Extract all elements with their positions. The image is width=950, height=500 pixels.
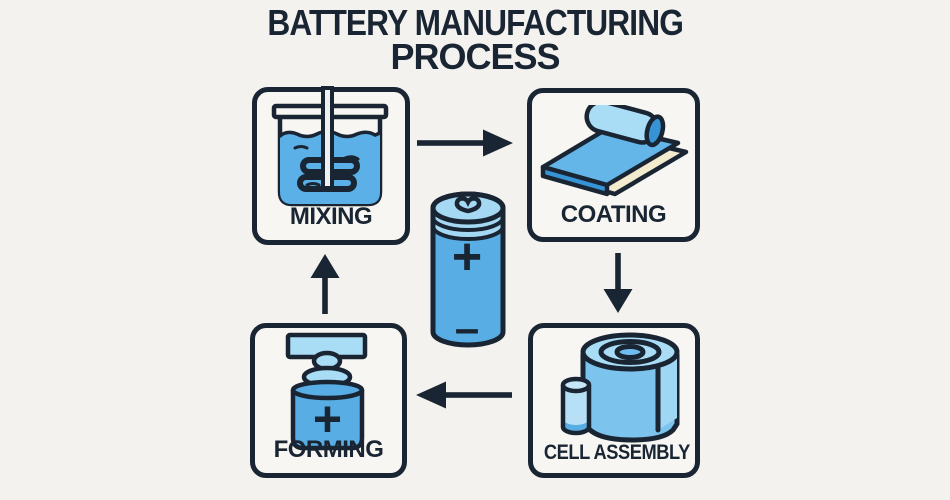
battery-vent-mark: [454, 196, 482, 214]
title-line-1: BATTERY MANUFACTURING: [267, 2, 684, 43]
forming-cell-plus-mark: +: [313, 391, 342, 447]
stage-label-forming: FORMING: [273, 436, 384, 463]
arrow-cell-assembly-to-forming: [416, 381, 512, 409]
arrow-forming-to-mixing: [310, 254, 340, 314]
page-title: BATTERY MANUFACTURING PROCESS: [0, 2, 950, 77]
title-line-2: PROCESS: [390, 36, 560, 77]
battery-cell-icon: + –: [430, 191, 506, 351]
stage-box-forming: + FORMING: [250, 323, 407, 478]
stage-label-coating: COATING: [560, 201, 667, 228]
battery-minus-mark: –: [455, 304, 479, 351]
coating-roller-sheet-icon: [540, 105, 689, 197]
stage-label-mixing: MIXING: [289, 203, 373, 230]
battery-plus-mark: +: [452, 228, 482, 286]
stage-box-mixing: MIXING: [252, 86, 410, 245]
mixing-beaker-stirrer-icon: [271, 86, 389, 207]
stage-box-coating: COATING: [527, 88, 700, 242]
cell-assembly-jelly-roll-icon: [560, 332, 680, 443]
stage-box-cell-assembly: CELL ASSEMBLY: [528, 323, 700, 478]
stage-label-cell-assembly-text: CELL ASSEMBLY: [543, 441, 690, 464]
stage-label-cell-assembly: CELL ASSEMBLY: [533, 441, 695, 465]
forming-cell-press-icon: +: [285, 332, 368, 451]
arrow-coating-to-cell-assembly: [603, 253, 633, 313]
arrow-mixing-to-coating: [417, 129, 513, 157]
